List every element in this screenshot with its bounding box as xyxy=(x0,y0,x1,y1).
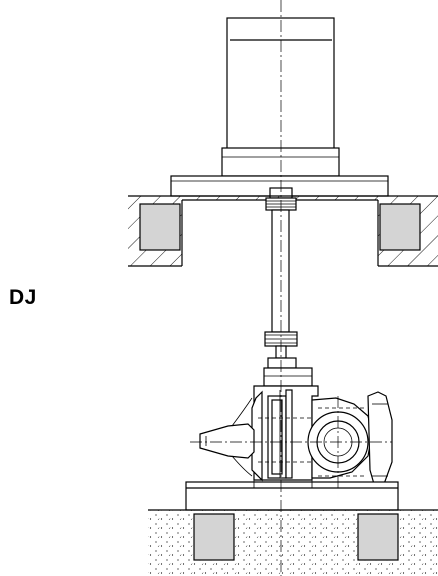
foundation xyxy=(148,509,438,576)
suction-nozzle xyxy=(199,397,255,477)
volute-casing xyxy=(307,391,393,485)
gearbox xyxy=(251,367,319,482)
drive-shaft xyxy=(264,197,298,369)
figure-label: DJ xyxy=(9,286,37,309)
motor xyxy=(170,17,389,199)
center-lines xyxy=(190,0,392,576)
base-frame xyxy=(185,480,399,511)
